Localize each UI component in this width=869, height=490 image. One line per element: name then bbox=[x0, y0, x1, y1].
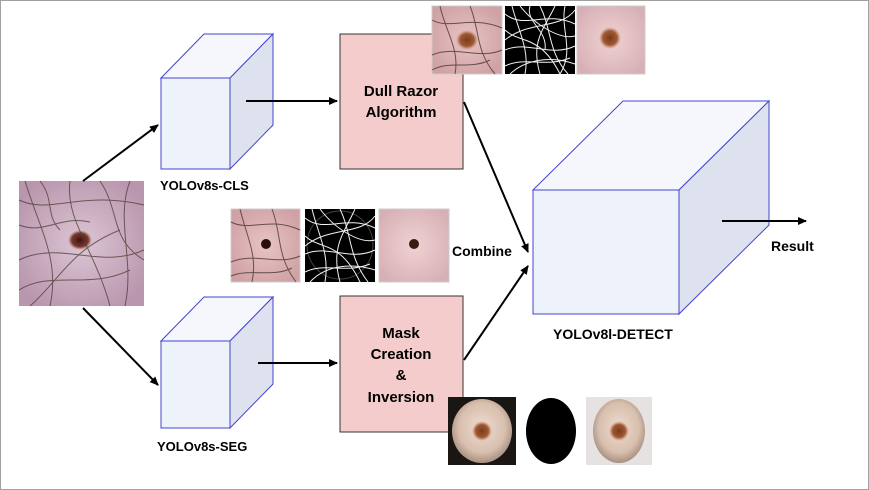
result-label: Result bbox=[771, 238, 814, 254]
arrow-mask-to-detect bbox=[463, 265, 529, 361]
mask-thumb-binary bbox=[519, 397, 583, 465]
combine-thumb-cleaned bbox=[378, 208, 450, 283]
arrow-input-to-seg bbox=[82, 307, 159, 386]
mask-line1: Mask bbox=[382, 325, 420, 342]
combine-label: Combine bbox=[452, 243, 512, 259]
combine-thumb-hair-mask bbox=[304, 208, 376, 283]
mask-thumb-original bbox=[448, 397, 516, 465]
razor-thumb-original bbox=[431, 5, 503, 75]
mask-line3: & bbox=[396, 367, 407, 384]
cls-label: YOLOv8s-CLS bbox=[160, 178, 249, 193]
dull-razor-line1: Dull Razor bbox=[364, 83, 438, 100]
mask-creation-box bbox=[339, 295, 464, 433]
mask-thumb-inverted bbox=[586, 397, 652, 465]
mask-line4: Inversion bbox=[368, 389, 435, 406]
razor-thumb-hair-mask bbox=[504, 5, 576, 75]
detect-label: YOLOv8l-DETECT bbox=[553, 326, 673, 342]
connector-arrows bbox=[82, 97, 807, 386]
combine-thumb-original bbox=[230, 208, 301, 283]
yolov8s-seg-cube bbox=[159, 295, 275, 430]
arrow-input-to-cls bbox=[82, 124, 159, 182]
razor-thumb-cleaned bbox=[576, 5, 646, 75]
input-skin-image bbox=[18, 180, 145, 307]
seg-label: YOLOv8s-SEG bbox=[157, 439, 247, 454]
dull-razor-line2: Algorithm bbox=[366, 104, 437, 121]
arrow-razor-to-detect bbox=[463, 101, 529, 253]
mask-line2: Creation bbox=[371, 346, 432, 363]
yolov8l-detect-cube bbox=[531, 99, 771, 316]
